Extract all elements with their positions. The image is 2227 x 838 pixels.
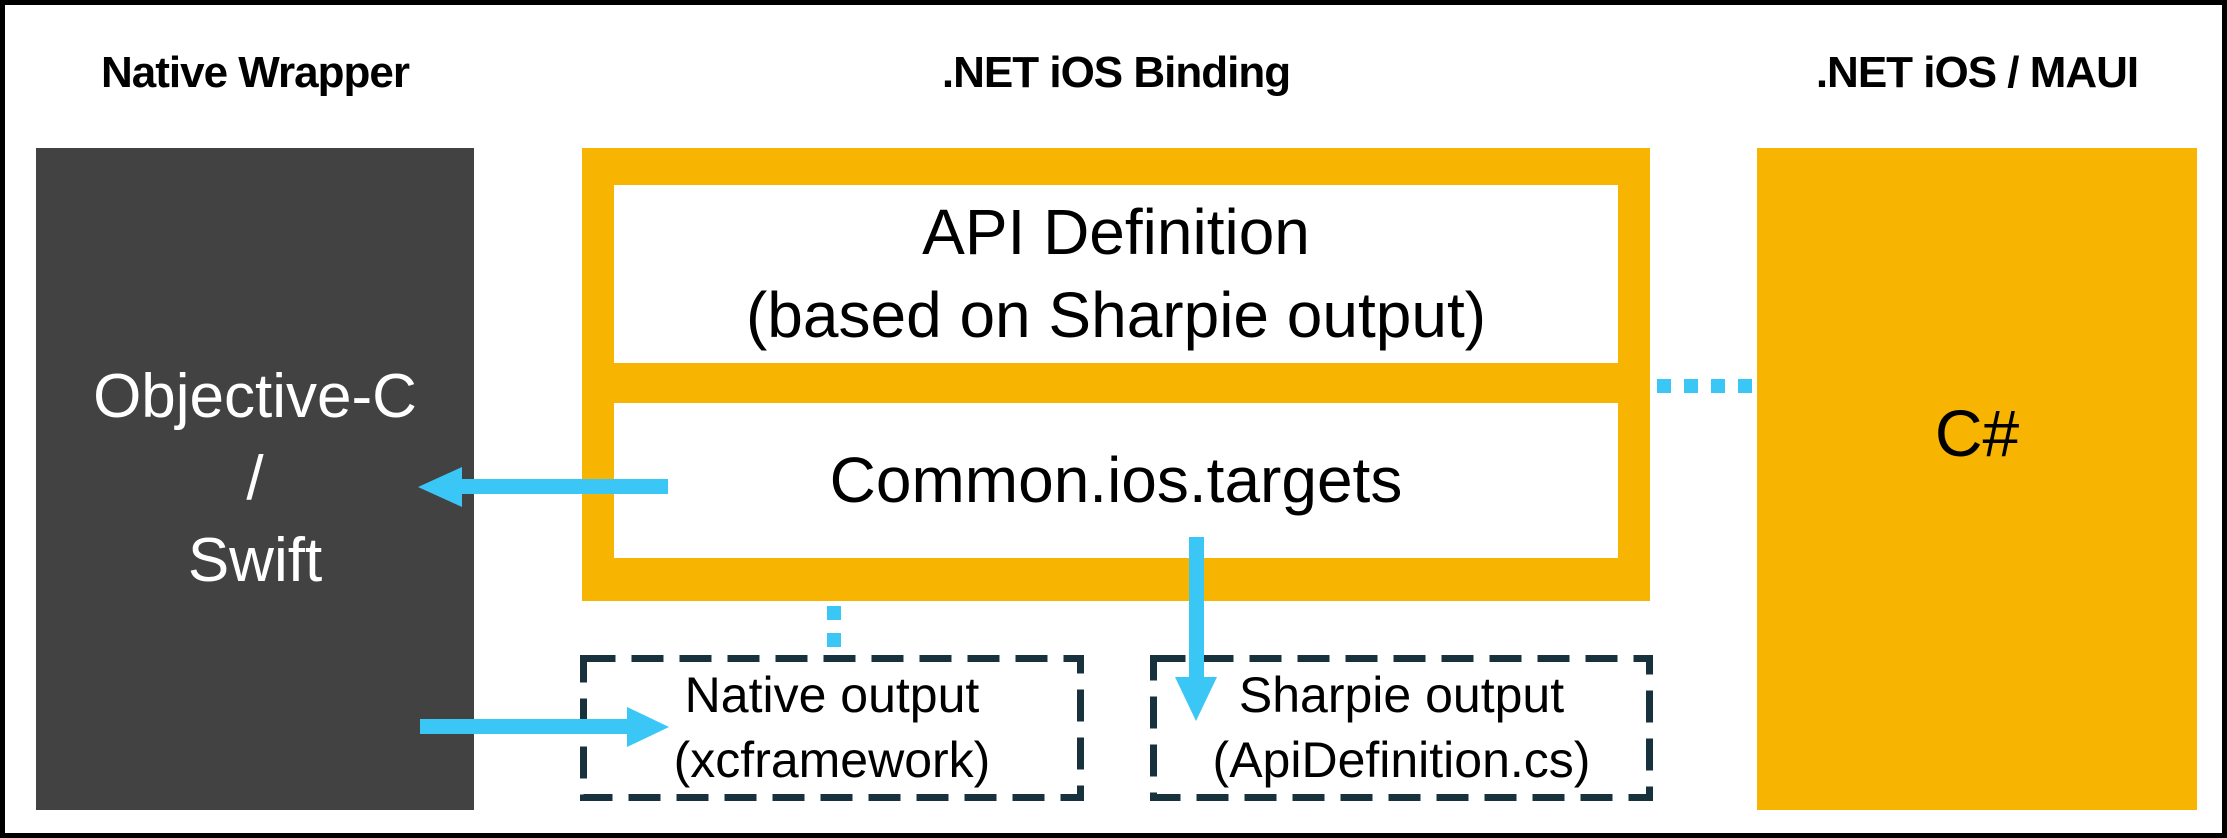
arrow-right-shaft xyxy=(420,719,627,734)
objective-c-line: Objective-C xyxy=(93,362,417,432)
arrow-down-shaft xyxy=(1189,537,1204,680)
header-net-ios-maui: .NET iOS / MAUI xyxy=(1815,48,2139,97)
native-output-subtitle: (xcframework) xyxy=(673,732,991,788)
arrow-down-head-icon xyxy=(1175,677,1217,721)
api-definition-title: API Definition xyxy=(922,195,1310,268)
slash-line: / xyxy=(246,444,264,514)
dashed-border-sharpie-output xyxy=(1150,655,1653,801)
csharp-label: C# xyxy=(1934,396,2020,470)
arrow-right-head-icon xyxy=(627,707,669,747)
sharpie-output-subtitle: (ApiDefinition.cs) xyxy=(1212,732,1591,788)
arrow-left-head-icon xyxy=(418,467,462,507)
common-ios-targets-box: Common.ios.targets xyxy=(614,403,1618,558)
header-native-wrapper: Native Wrapper xyxy=(101,48,410,97)
dotted-connector-binding-to-csharp xyxy=(1657,379,1758,393)
sharpie-output-title: Sharpie output xyxy=(1238,667,1565,723)
arrow-left-shaft xyxy=(462,479,668,494)
common-ios-targets-label: Common.ios.targets xyxy=(829,443,1403,516)
objective-c-swift-box: Objective-C / Swift xyxy=(36,148,474,810)
csharp-box: C# xyxy=(1757,148,2197,810)
dotted-connector-binding-to-native-output xyxy=(827,606,841,648)
header-net-ios-binding: .NET iOS Binding xyxy=(941,48,1291,97)
native-output-box: Native output (xcframework) xyxy=(580,655,1084,801)
api-definition-box: API Definition (based on Sharpie output) xyxy=(614,185,1618,363)
api-definition-subtitle: (based on Sharpie output) xyxy=(745,279,1487,351)
sharpie-output-box: Sharpie output (ApiDefinition.cs) xyxy=(1150,655,1653,801)
swift-line: Swift xyxy=(187,525,323,595)
net-ios-binding-box: API Definition (based on Sharpie output)… xyxy=(582,148,1650,601)
native-output-title: Native output xyxy=(684,667,980,723)
